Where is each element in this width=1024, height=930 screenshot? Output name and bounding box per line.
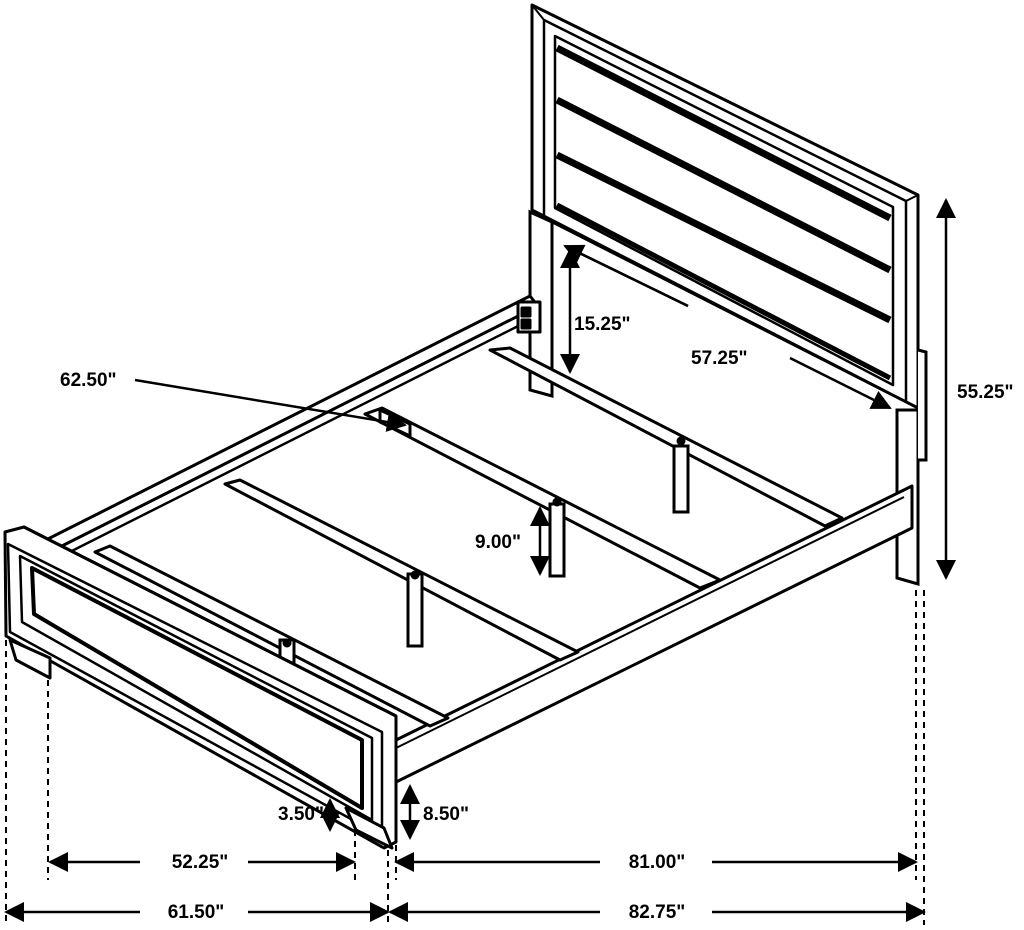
label-footboard-leg-height: 3.50" [278, 804, 324, 825]
label-headboard-leg-clearance: 15.25" [574, 314, 631, 335]
label-headboard-width: 57.25" [691, 348, 748, 369]
dimension-lines [4, 198, 956, 922]
label-headboard-height: 55.25" [957, 382, 1014, 403]
label-slat-clearance: 9.00" [475, 532, 521, 553]
extension-lines [5, 590, 925, 925]
label-inner-width: 62.50" [60, 370, 117, 391]
footboard [3, 525, 398, 850]
label-overall-width: 61.50" [168, 902, 225, 923]
label-side-rail-clearance: 8.50" [423, 804, 469, 825]
label-overall-length: 82.75" [629, 902, 686, 923]
dimension-labels: 55.25" 57.25" 15.25" 62.50" 9.00" 8.50" … [60, 314, 1014, 923]
slat-support-legs [278, 436, 690, 666]
slats [93, 346, 844, 728]
label-inner-length: 81.00" [629, 852, 686, 873]
headboard [530, 3, 920, 410]
label-footboard-inner-width: 52.25" [172, 852, 229, 873]
